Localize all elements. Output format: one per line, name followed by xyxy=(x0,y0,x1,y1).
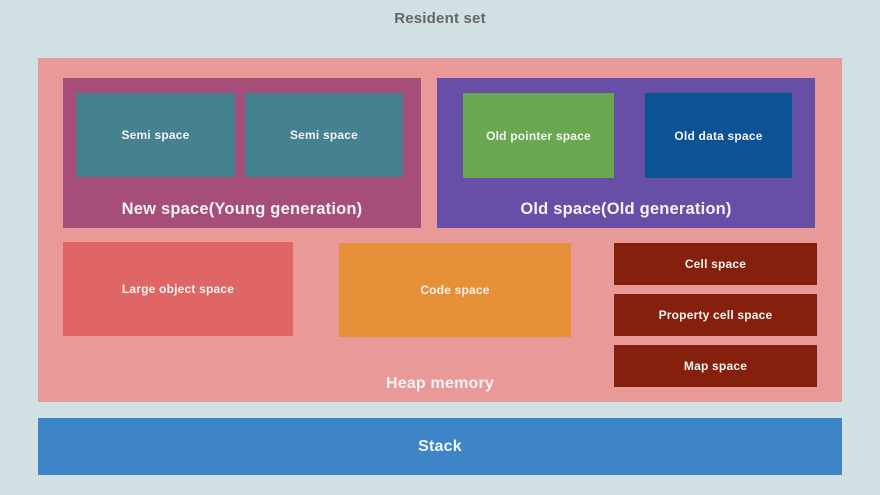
new-space-label: New space(Young generation) xyxy=(121,200,363,218)
large-object-space: Large object space xyxy=(63,242,293,336)
old-pointer-space: Old pointer space xyxy=(463,93,614,178)
map-space: Map space xyxy=(614,345,817,387)
old-data-space: Old data space xyxy=(645,93,792,178)
cell-space-label: Cell space xyxy=(684,257,747,271)
map-space-label: Map space xyxy=(683,359,748,373)
large-object-space-label: Large object space xyxy=(121,282,235,296)
property-cell-space-label: Property cell space xyxy=(658,308,773,322)
old-data-space-label: Old data space xyxy=(674,128,763,143)
heap-memory-label: Heap memory xyxy=(385,375,495,392)
property-cell-space: Property cell space xyxy=(614,294,817,336)
stack-label: Stack xyxy=(418,437,462,455)
semi-space-1: Semi space xyxy=(76,93,235,177)
old-space-label: Old space(Old generation) xyxy=(520,200,732,218)
page-title: Resident set xyxy=(394,10,486,27)
heap-memory-region: Semi space Semi space New space(Young ge… xyxy=(38,58,842,402)
semi-space-1-label: Semi space xyxy=(121,128,190,142)
semi-space-2-label: Semi space xyxy=(289,128,359,142)
old-space-region: Old pointer space Old data space Old spa… xyxy=(437,78,815,228)
code-space-label: Code space xyxy=(420,283,490,297)
cell-space: Cell space xyxy=(614,243,817,285)
semi-space-2: Semi space xyxy=(245,93,403,177)
code-space: Code space xyxy=(339,243,571,337)
stack-region: Stack xyxy=(38,418,842,475)
old-pointer-space-label: Old pointer space xyxy=(486,128,591,143)
new-space-region: Semi space Semi space New space(Young ge… xyxy=(63,78,421,228)
